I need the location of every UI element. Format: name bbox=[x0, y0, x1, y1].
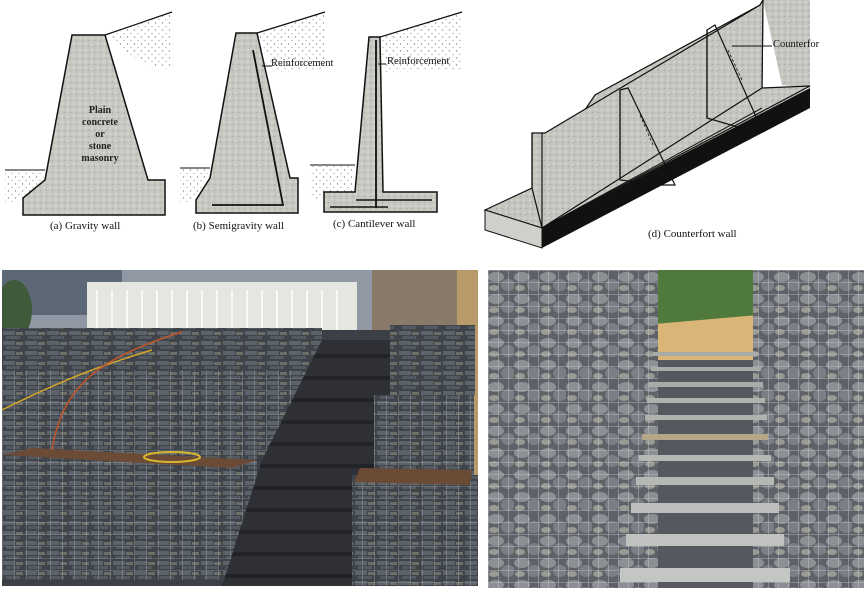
gravity-wall-material-label: Plain concrete or stone masonry bbox=[81, 105, 119, 164]
semigravity-reinforcement-label: Reinforcement bbox=[271, 58, 334, 69]
counterfort-label: Counterfor bbox=[773, 39, 820, 50]
gabion-scene-right bbox=[488, 270, 864, 588]
wall-types-diagram: Plain concrete or stone masonry Reinforc… bbox=[0, 0, 470, 250]
counterfort-wall-caption: (d) Counterfort wall bbox=[648, 228, 737, 240]
gravity-wall-caption: (a) Gravity wall bbox=[50, 220, 121, 232]
wall-cross-sections bbox=[5, 11, 463, 216]
counterfort-isometric bbox=[483, 0, 811, 249]
gabion-stairs-photo-right bbox=[488, 270, 864, 588]
cantilever-wall-caption: (c) Cantilever wall bbox=[333, 218, 416, 230]
cantilever-reinforcement-label: Reinforcement bbox=[387, 56, 450, 67]
semigravity-wall-caption: (b) Semigravity wall bbox=[193, 220, 285, 232]
counterfort-wall-diagram: Counterfor (d) Counterfort wall bbox=[480, 0, 866, 260]
gabion-stairs-photo-left bbox=[2, 270, 478, 586]
gabion-scene-left bbox=[2, 270, 478, 586]
